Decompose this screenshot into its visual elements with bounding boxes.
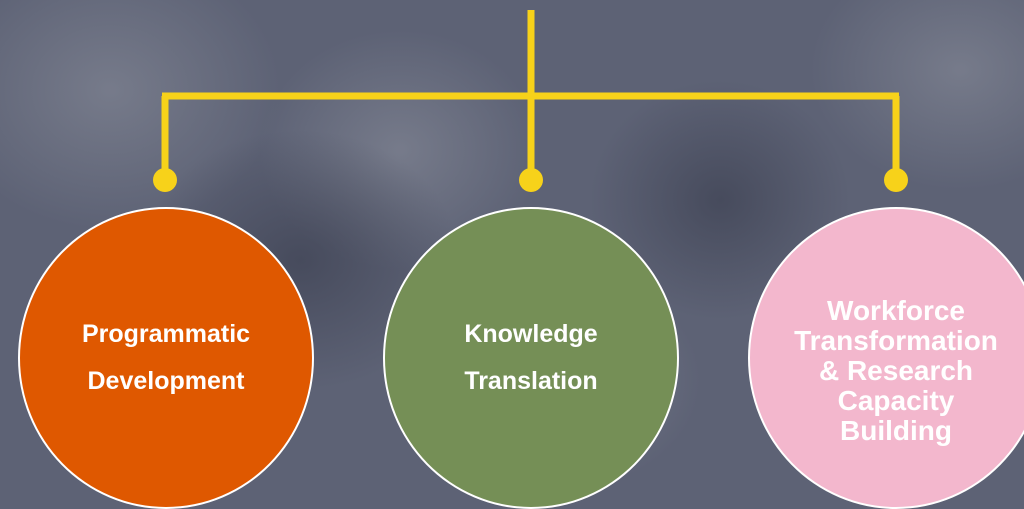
programmatic-development-node: Programmatic Development	[18, 207, 314, 509]
programmatic-development-label-line-2: Development	[87, 367, 245, 395]
workforce-transformation-label-line-3: & Research	[818, 355, 974, 387]
connector-dot-right	[884, 168, 908, 192]
connector-dot-left	[153, 168, 177, 192]
workforce-transformation-label: Workforce Transformation & Research Capa…	[794, 296, 998, 446]
workforce-transformation-label-line-4: Capacity	[837, 384, 955, 416]
connector-dot-center	[519, 168, 543, 192]
knowledge-translation-node: Knowledge Translation	[383, 207, 679, 509]
programmatic-development-label-line-1: Programmatic	[81, 319, 251, 348]
knowledge-translation-label: Knowledge Translation	[464, 311, 597, 406]
workforce-transformation-label-line-1: Workforce	[827, 295, 965, 327]
workforce-transformation-label-line-5: Building	[840, 414, 952, 446]
workforce-transformation-label-line-2: Transformation	[794, 325, 998, 357]
workforce-transformation-node: Workforce Transformation & Research Capa…	[748, 207, 1024, 509]
knowledge-translation-label-line-1: Knowledge	[464, 319, 598, 348]
knowledge-translation-label-line-2: Translation	[464, 367, 598, 395]
programmatic-development-label: Programmatic Development	[82, 311, 250, 406]
